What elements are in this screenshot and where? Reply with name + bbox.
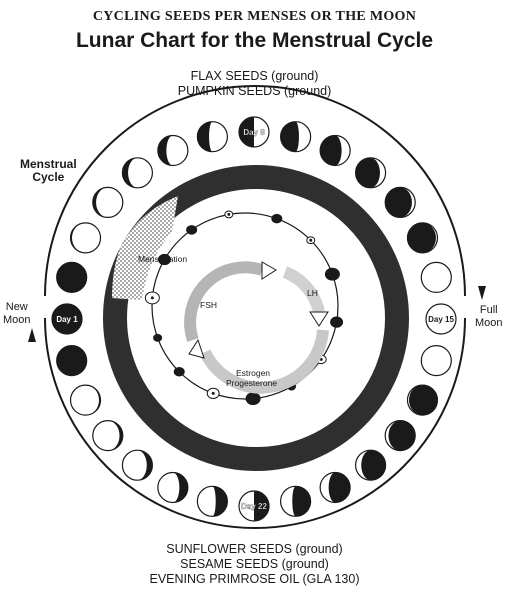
new-moon-arrow-icon bbox=[28, 328, 36, 342]
moon-phase bbox=[354, 157, 387, 189]
moon-phase bbox=[406, 222, 439, 254]
cycle-band bbox=[103, 165, 409, 471]
follicle-stage bbox=[173, 367, 185, 377]
follicle-core bbox=[227, 212, 231, 216]
moon-phase bbox=[196, 121, 228, 153]
moon-phase bbox=[157, 134, 189, 167]
full-moon-line2: Moon bbox=[475, 317, 503, 329]
estrogen-arrow-icon bbox=[188, 338, 205, 359]
menstrual-cycle-label: Menstrual Cycle bbox=[20, 158, 77, 184]
day15-label: Day 15 bbox=[428, 315, 454, 324]
moon-phase bbox=[319, 471, 351, 504]
top-seed-line-1: FLAX SEEDS (ground) bbox=[190, 69, 319, 83]
menstrual-label-line1: Menstrual bbox=[20, 157, 77, 171]
full-moon-arrow-icon bbox=[478, 286, 486, 300]
moon-phase bbox=[384, 419, 416, 452]
outer-cycle-arc-top bbox=[44, 85, 466, 297]
lh-arc bbox=[282, 266, 325, 314]
new-moon-label: New Moon bbox=[3, 301, 31, 327]
follicle-core bbox=[309, 238, 313, 242]
follicle-stage bbox=[157, 253, 171, 266]
moon-day8: Day 8 bbox=[238, 116, 270, 148]
follicle-core bbox=[211, 391, 215, 395]
moon-phase bbox=[420, 345, 452, 377]
follicle-stages bbox=[144, 210, 344, 406]
banner-heading: CYCLING SEEDS PER MENSES OR THE MOON bbox=[92, 9, 417, 24]
moon-phase bbox=[280, 485, 312, 517]
moon-phase bbox=[69, 222, 102, 254]
fsh-label: FSH bbox=[200, 300, 217, 310]
moon-phase bbox=[196, 485, 228, 517]
moon-phase bbox=[56, 345, 88, 377]
estrogen-label: Estrogen bbox=[236, 368, 270, 378]
top-seed-line-2: PUMPKIN SEEDS (ground) bbox=[177, 84, 332, 98]
lh-label: LH bbox=[307, 288, 318, 298]
moon-day22: Day 22 bbox=[238, 490, 270, 522]
new-moon-line1: New bbox=[5, 301, 28, 313]
moon-day1: Day 1 bbox=[51, 303, 83, 335]
moon-phase bbox=[280, 121, 312, 153]
menstruation-label: Menstruation bbox=[138, 254, 187, 264]
moon-phase bbox=[406, 384, 439, 416]
bottom-seed-line-2: SESAME SEEDS (ground) bbox=[180, 557, 329, 571]
fsh-arrow-icon bbox=[261, 261, 277, 280]
follicle-stage bbox=[245, 392, 261, 406]
moon-day15: Day 15 bbox=[425, 303, 457, 335]
moon-phase bbox=[69, 384, 102, 416]
moon-phase-ring: Day 1 Day 8 Day 15 Day 22 bbox=[51, 116, 457, 522]
fsh-arc bbox=[184, 261, 264, 342]
moon-phase bbox=[354, 449, 387, 481]
moon-phase bbox=[92, 186, 124, 219]
moon-phase bbox=[56, 261, 88, 293]
moon-phase bbox=[420, 261, 452, 293]
moon-phase bbox=[92, 419, 124, 452]
follicle-stage bbox=[324, 267, 340, 281]
full-moon-label: Full Moon bbox=[475, 304, 503, 330]
full-moon-line1: Full bbox=[479, 304, 498, 316]
bottom-seed-line-1: SUNFLOWER SEEDS (ground) bbox=[166, 542, 343, 556]
chart-title: Lunar Chart for the Menstrual Cycle bbox=[75, 29, 434, 52]
ovarian-cycle-ring bbox=[151, 212, 339, 400]
progesterone-label: Progesterone bbox=[226, 378, 277, 388]
moon-phase bbox=[121, 157, 154, 189]
moon-phase bbox=[121, 449, 154, 481]
moon-phase bbox=[157, 471, 189, 504]
new-moon-line2: Moon bbox=[3, 314, 31, 326]
follicle-stage bbox=[330, 316, 344, 328]
menstruation-stipple-zone bbox=[112, 196, 178, 300]
moon-phase bbox=[319, 134, 351, 167]
outer-cycle-arc-bottom bbox=[44, 317, 466, 529]
follicle-core bbox=[150, 296, 154, 300]
day22-label: Day 22 bbox=[241, 502, 267, 511]
follicle-stage bbox=[186, 225, 198, 235]
menstrual-label-line2: Cycle bbox=[32, 170, 65, 184]
bottom-seed-line-3: EVENING PRIMROSE OIL (GLA 130) bbox=[149, 572, 360, 586]
estrogen-progesterone-arc bbox=[199, 329, 329, 394]
follicle-stage bbox=[153, 333, 163, 342]
day1-label: Day 1 bbox=[56, 315, 78, 324]
moon-phase bbox=[384, 186, 416, 219]
follicle-stage bbox=[271, 213, 283, 224]
lh-arrow-icon bbox=[309, 311, 329, 327]
day8-label: Day 8 bbox=[243, 128, 265, 137]
